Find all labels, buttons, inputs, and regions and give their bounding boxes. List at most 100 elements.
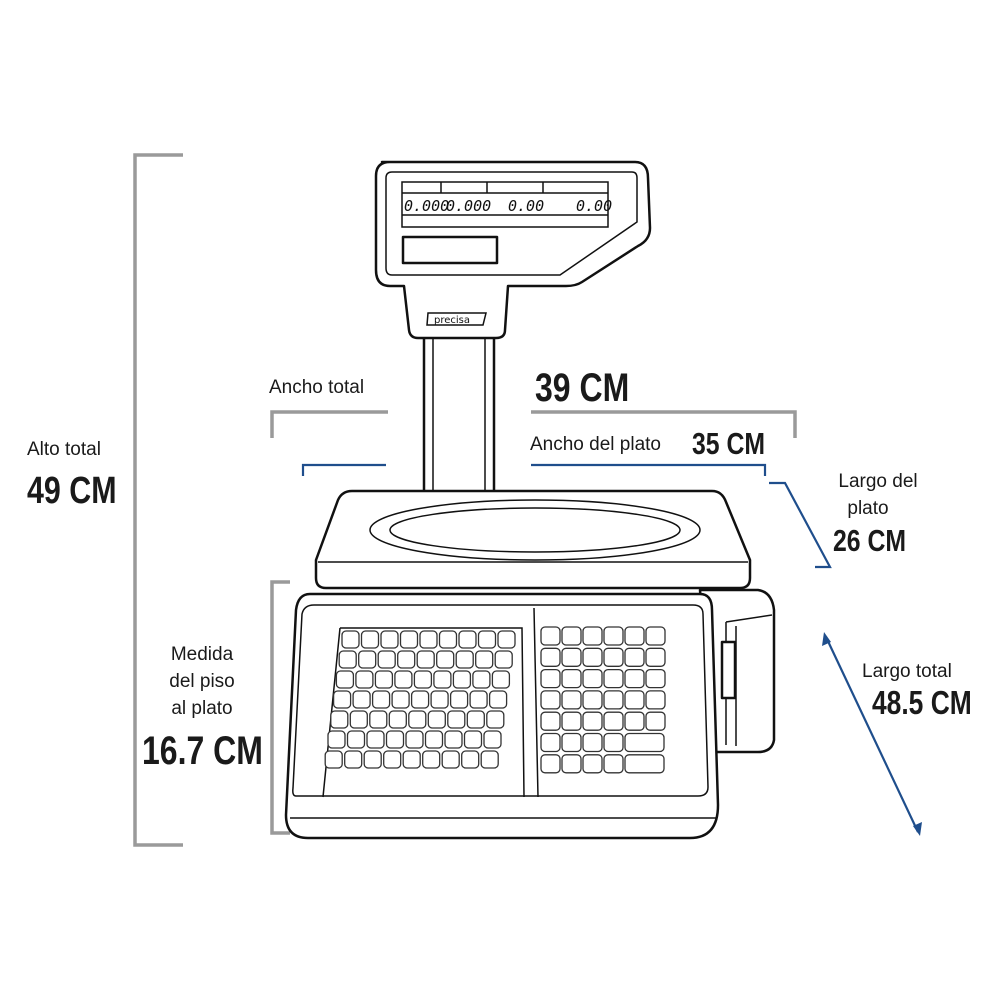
keypad-key[interactable]	[645, 690, 666, 710]
keypad-key[interactable]	[408, 710, 427, 729]
keypad-key[interactable]	[603, 711, 624, 731]
keypad-key[interactable]	[444, 730, 463, 749]
keypad-key[interactable]	[472, 670, 491, 689]
keypad-key[interactable]	[603, 690, 624, 710]
keypad-key[interactable]	[349, 710, 368, 729]
keypad-key[interactable]	[452, 670, 472, 689]
keypad-key[interactable]	[463, 730, 483, 749]
keypad-key[interactable]	[624, 647, 645, 667]
keypad-key[interactable]	[366, 730, 385, 749]
keypad-key[interactable]	[402, 750, 421, 769]
keypad-key[interactable]	[458, 630, 477, 649]
keypad-key[interactable]	[582, 647, 603, 667]
keypad-key[interactable]	[624, 668, 645, 689]
keypad-key[interactable]	[582, 626, 603, 646]
keypad-key[interactable]	[561, 626, 582, 646]
keypad-key[interactable]	[561, 690, 582, 710]
keypad-key[interactable]	[603, 754, 624, 774]
keypad-key[interactable]	[424, 730, 444, 749]
keypad-key[interactable]	[394, 670, 413, 689]
keypad-key[interactable]	[645, 626, 666, 646]
keypad-key[interactable]	[603, 626, 624, 646]
keypad-key[interactable]	[645, 647, 666, 667]
keypad-key[interactable]	[540, 711, 561, 731]
keypad-key[interactable]	[410, 690, 430, 709]
keypad-key[interactable]	[441, 750, 460, 769]
keypad-key[interactable]	[561, 668, 582, 689]
keypad-key[interactable]	[413, 670, 433, 689]
keypad-key[interactable]	[540, 647, 561, 667]
keypad-key[interactable]	[391, 690, 410, 709]
keypad-key[interactable]	[436, 650, 455, 669]
keypad-key[interactable]	[341, 630, 360, 649]
keypad-key[interactable]	[360, 630, 380, 649]
keypad-key[interactable]	[582, 711, 603, 731]
keypad-key[interactable]	[540, 668, 561, 689]
keypad-key[interactable]	[491, 670, 511, 689]
keypad-key[interactable]	[561, 732, 582, 753]
keypad-key[interactable]	[582, 668, 603, 689]
keypad-key[interactable]	[540, 754, 561, 774]
keypad-key[interactable]	[324, 750, 343, 769]
keypad-key[interactable]	[540, 690, 561, 710]
keypad-key[interactable]	[561, 647, 582, 667]
keypad-key[interactable]	[327, 730, 346, 749]
keypad-key[interactable]	[438, 630, 458, 649]
keypad-key[interactable]	[488, 690, 508, 709]
keypad-key[interactable]	[338, 650, 357, 669]
keypad-key[interactable]	[494, 650, 513, 669]
keypad-key[interactable]	[416, 650, 435, 669]
keypad-key[interactable]	[430, 690, 449, 709]
keypad-key[interactable]	[624, 690, 645, 710]
keypad-key[interactable]	[385, 730, 405, 749]
keypad-key[interactable]	[477, 630, 497, 649]
keypad-key[interactable]	[483, 730, 502, 749]
keypad-key[interactable]	[355, 670, 374, 689]
keypad-key[interactable]	[582, 754, 603, 774]
keypad-key[interactable]	[433, 670, 452, 689]
keypad-key[interactable]	[397, 650, 416, 669]
keypad-key[interactable]	[419, 630, 438, 649]
keypad-key[interactable]	[383, 750, 402, 769]
keypad-key[interactable]	[540, 626, 561, 646]
keypad-key[interactable]	[475, 650, 494, 669]
keypad-key[interactable]	[330, 710, 349, 729]
keypad-key[interactable]	[603, 732, 624, 753]
keypad-key[interactable]	[480, 750, 499, 769]
keypad-key[interactable]	[335, 670, 355, 689]
keypad-key[interactable]	[346, 730, 366, 749]
keypad-key[interactable]	[332, 690, 352, 709]
keypad-key[interactable]	[561, 754, 582, 774]
keypad-key[interactable]	[469, 690, 488, 709]
keypad-key[interactable]	[374, 670, 394, 689]
keypad-key[interactable]	[377, 650, 396, 669]
keypad-key[interactable]	[582, 732, 603, 753]
keypad-key[interactable]	[624, 626, 645, 646]
keypad-key[interactable]	[380, 630, 399, 649]
keypad-key[interactable]	[486, 710, 505, 729]
keypad-key[interactable]	[645, 668, 666, 689]
keypad-key[interactable]	[582, 690, 603, 710]
keypad-key[interactable]	[461, 750, 480, 769]
keypad-key[interactable]	[363, 750, 382, 769]
keypad-key[interactable]	[369, 710, 388, 729]
keypad-key[interactable]	[624, 732, 665, 753]
keypad-key[interactable]	[645, 711, 666, 731]
keypad-key[interactable]	[405, 730, 424, 749]
keypad-key[interactable]	[624, 754, 665, 774]
keypad-key[interactable]	[422, 750, 441, 769]
keypad-key[interactable]	[603, 647, 624, 667]
keypad-key[interactable]	[388, 710, 407, 729]
keypad-key[interactable]	[447, 710, 466, 729]
keypad-key[interactable]	[603, 668, 624, 689]
keypad-key[interactable]	[352, 690, 371, 709]
keypad-key[interactable]	[561, 711, 582, 731]
keypad-key[interactable]	[371, 690, 391, 709]
keypad-key[interactable]	[624, 711, 645, 731]
keypad-key[interactable]	[540, 732, 561, 753]
keypad-key[interactable]	[466, 710, 485, 729]
keypad-key[interactable]	[344, 750, 363, 769]
keypad-key[interactable]	[358, 650, 377, 669]
keypad-key[interactable]	[497, 630, 516, 649]
keypad-key[interactable]	[455, 650, 474, 669]
